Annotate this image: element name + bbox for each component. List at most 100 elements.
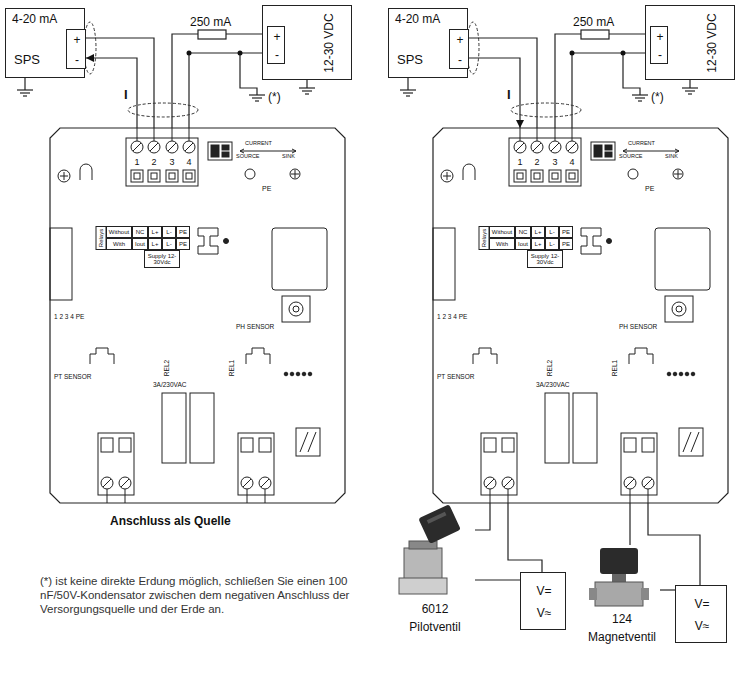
node-text: SPS bbox=[14, 53, 40, 66]
table-cell: Iout bbox=[515, 238, 531, 250]
table-cell: Without bbox=[489, 226, 515, 238]
table-cell: PE bbox=[559, 226, 573, 238]
drawing-part bbox=[240, 53, 257, 95]
drawing-part bbox=[187, 51, 192, 56]
drawing-part bbox=[595, 582, 643, 606]
terminal-box: +- bbox=[449, 29, 469, 69]
current-label: I bbox=[505, 88, 513, 101]
table-cell: L+ bbox=[148, 226, 162, 238]
node-text: - bbox=[75, 54, 79, 66]
wire-connector bbox=[86, 38, 154, 128]
node-text: REL1 bbox=[229, 360, 236, 376]
node-text: V= bbox=[536, 585, 551, 597]
drawing-part bbox=[404, 548, 442, 580]
drawing-part bbox=[306, 80, 307, 88]
terminal-box: +- bbox=[267, 26, 285, 64]
circuit-board: 1234CURRENTSOURCESINKPE1 2 3 4 PEPH SENS… bbox=[433, 128, 728, 503]
wire-connector bbox=[648, 503, 700, 585]
node-text: REL2 bbox=[164, 360, 171, 376]
table-cell: PE bbox=[559, 238, 573, 250]
node-text: Magnetventil bbox=[588, 631, 656, 643]
wire-connector bbox=[508, 503, 542, 572]
drawing-part bbox=[238, 51, 243, 56]
drawing-part bbox=[600, 548, 638, 574]
drawing-part bbox=[407, 78, 408, 90]
drawing-part bbox=[641, 588, 649, 600]
node-text: 4-20 mA bbox=[12, 13, 57, 25]
solenoid-valve: 124Magnetventil bbox=[585, 545, 660, 655]
table-cell: NC bbox=[515, 226, 531, 238]
table-cell: Iout bbox=[132, 238, 148, 250]
node-text: V= bbox=[694, 598, 709, 610]
node-text: 3A/230VAC bbox=[536, 382, 569, 389]
drawing-part bbox=[198, 30, 226, 39]
table-cell: Relays bbox=[478, 226, 489, 250]
footnote-mark: (*) bbox=[268, 90, 281, 104]
node-text: + bbox=[273, 31, 280, 43]
node-text: CURRENT bbox=[245, 141, 272, 147]
table-cell: PE bbox=[176, 238, 190, 250]
node-text: 1 bbox=[134, 158, 139, 167]
ground-symbol bbox=[632, 95, 648, 101]
node-text: REL1 bbox=[612, 360, 619, 376]
drawing-part bbox=[623, 53, 640, 95]
terminal-table: RelaysWithoutNCL+L-PEWithIoutL+L-PESuppl… bbox=[478, 226, 573, 268]
node-text: PH SENSOR bbox=[236, 324, 274, 331]
footnote-text: (*) ist keine direkte Erdung möglich, sc… bbox=[40, 575, 385, 616]
figure-caption: Anschluss als Quelle bbox=[110, 514, 231, 528]
table-cell: Without bbox=[106, 226, 132, 238]
node-text: 4 bbox=[186, 158, 191, 167]
node-text: 1 bbox=[517, 158, 522, 167]
drawing-part bbox=[511, 103, 581, 117]
terminal-box: +- bbox=[66, 29, 86, 69]
drawing-part bbox=[418, 504, 461, 544]
table-cell: With bbox=[106, 238, 132, 250]
drawing-part bbox=[689, 80, 690, 88]
board-outline bbox=[433, 128, 728, 503]
wire-connector bbox=[629, 503, 630, 545]
board-outline bbox=[50, 128, 345, 503]
table-cell: L- bbox=[162, 226, 176, 238]
wire-connector bbox=[555, 34, 650, 128]
node-text: 3 bbox=[552, 158, 557, 167]
circuit-board: 1234CURRENTSOURCESINKPE1 2 3 4 PEPH SENS… bbox=[50, 128, 345, 503]
drawing-part bbox=[418, 504, 461, 544]
solenoid-valve-drawing bbox=[589, 548, 649, 606]
wire-connector bbox=[475, 503, 490, 530]
drawing-part bbox=[581, 30, 609, 39]
table-cell: NC bbox=[132, 226, 148, 238]
node-text: PE bbox=[645, 185, 654, 192]
table-cell: L- bbox=[545, 238, 559, 250]
ground-symbol bbox=[682, 88, 698, 94]
node-text: 4 bbox=[569, 158, 574, 167]
node-text: SOURCE bbox=[619, 154, 643, 160]
table-cell: Supply 12-30Vdc bbox=[144, 250, 180, 268]
current-rating: 250 mA bbox=[190, 15, 231, 29]
table-cell: L- bbox=[545, 226, 559, 238]
node-text: Pilotventil bbox=[409, 621, 460, 633]
table-cell: With bbox=[489, 238, 515, 250]
drawing-part bbox=[612, 574, 626, 582]
power-supply: 12-30 VDC+- bbox=[645, 5, 735, 80]
node-text: - bbox=[658, 49, 662, 61]
node-text: 4-20 mA bbox=[395, 13, 440, 25]
wire-connector bbox=[475, 579, 520, 580]
board-outline-path bbox=[433, 128, 728, 503]
drawing-part bbox=[427, 512, 447, 524]
footnote-mark: (*) bbox=[651, 90, 664, 104]
power-supply: 12-30 VDC+- bbox=[262, 5, 352, 80]
drawing-part bbox=[24, 78, 25, 90]
drawing-part bbox=[621, 51, 626, 56]
node-text: 3A/230VAC bbox=[153, 382, 186, 389]
table-cell: L- bbox=[162, 238, 176, 250]
node-text: - bbox=[275, 49, 279, 61]
node-text: PT SENSOR bbox=[437, 374, 474, 381]
node-text: PT SENSOR bbox=[54, 374, 91, 381]
node-text: + bbox=[456, 34, 463, 46]
wire-connector bbox=[660, 589, 675, 590]
node-text: 12-30 VDC bbox=[323, 13, 335, 72]
node-text: 3 bbox=[169, 158, 174, 167]
terminal-box: +- bbox=[650, 26, 668, 64]
node-text: 1 2 3 4 PE bbox=[437, 314, 467, 321]
voltage-source: V=V≈ bbox=[675, 585, 727, 643]
